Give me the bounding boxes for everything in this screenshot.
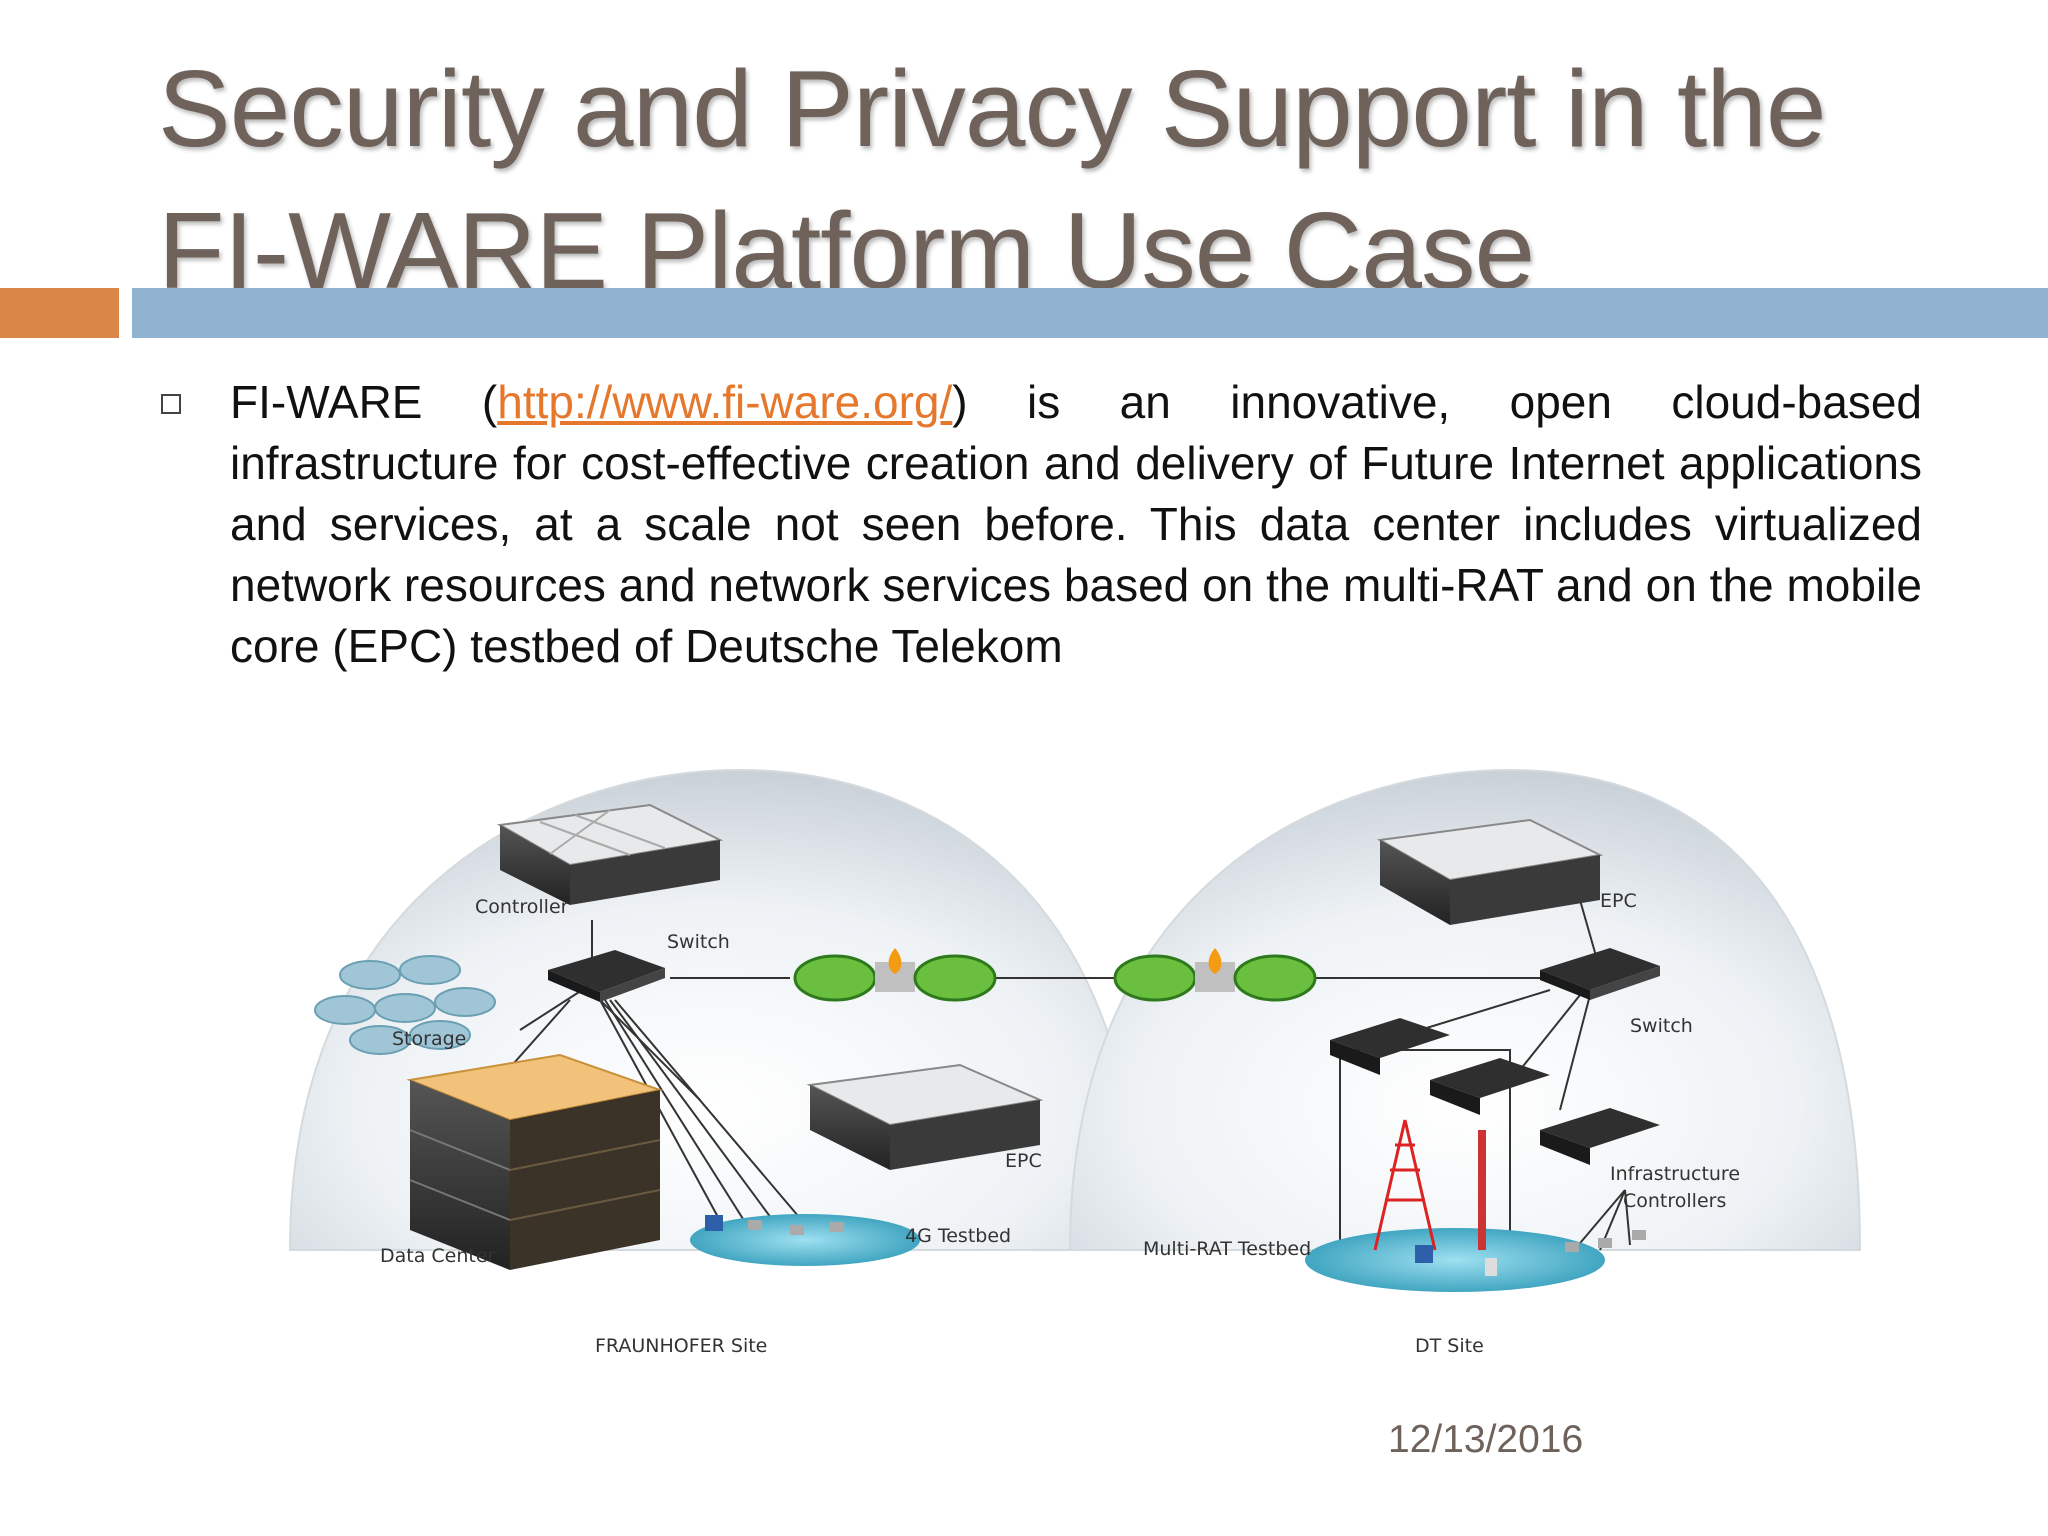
label-infrastructure: Infrastructure [1610, 1163, 1740, 1185]
epc-server-right [1376, 818, 1604, 925]
bullet-text-before: FI-WARE ( [230, 376, 498, 428]
multi-rat-pool [1305, 1228, 1605, 1292]
accent-bar-orange [0, 288, 119, 338]
network-diagram: Controller Switch Storage Data Center EP… [288, 768, 1862, 1357]
infrastructure-controllers [1330, 1018, 1660, 1165]
label-multi-rat: Multi-RAT Testbed [1143, 1238, 1311, 1260]
slide-date: 12/13/2016 [1388, 1418, 1584, 1461]
label-epc-right: EPC [1600, 890, 1637, 912]
bullet-square-icon [161, 394, 181, 414]
switch-left [548, 950, 665, 1002]
slide-title: Security and Privacy Support in the FI-W… [158, 38, 1998, 322]
label-data-center: Data Center [380, 1245, 496, 1267]
router-firewall-right [1113, 948, 1317, 1002]
label-fraunhofer-site: FRAUNHOFER Site [595, 1335, 767, 1357]
bullet-text-after: ) is an innovative, open cloud-based inf… [230, 376, 1922, 672]
controller-server [496, 803, 724, 905]
label-controllers: Controllers [1623, 1190, 1726, 1212]
label-epc-left: EPC [1005, 1150, 1042, 1172]
label-dt-site: DT Site [1415, 1335, 1484, 1357]
bullet-paragraph: FI-WARE (http://www.fi-ware.org/) is an … [230, 372, 1922, 677]
data-center-rack [406, 1053, 664, 1270]
title-line-1: Security and Privacy Support in the [158, 48, 1827, 170]
label-4g-testbed: 4G Testbed [905, 1225, 1011, 1247]
radio-tower [1373, 1119, 1437, 1251]
fiware-link[interactable]: http://www.fi-ware.org/ [497, 376, 953, 428]
label-controller: Controller [475, 896, 569, 918]
testbed-4g-pool [690, 1214, 920, 1266]
storage-cluster [314, 955, 496, 1055]
label-storage: Storage [392, 1028, 466, 1050]
epc-server-left [806, 1063, 1044, 1170]
label-switch-left: Switch [667, 931, 730, 953]
accent-bar-blue [132, 288, 2048, 338]
switch-right [1540, 948, 1660, 1000]
router-firewall-left [793, 948, 997, 1002]
label-switch-right: Switch [1630, 1015, 1693, 1037]
